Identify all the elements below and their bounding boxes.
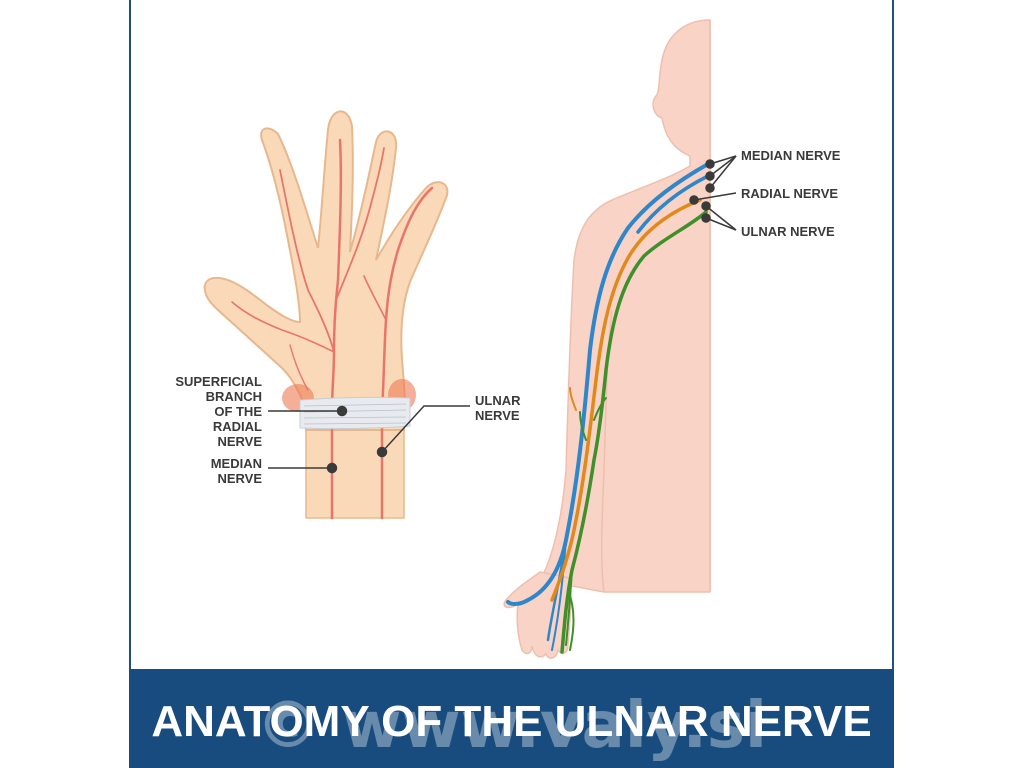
diagram-frame [129,0,894,768]
radial-branch [569,387,577,411]
radial-nerve-arm [550,198,702,602]
thumb-branch [231,301,335,353]
ulnar-branch-lower [579,411,587,441]
page-title: ANATOMY OF THE ULNAR NERVE [151,697,872,746]
label-line: NERVE [217,434,262,449]
superficial-branch-pointer [336,405,348,417]
median-branch-2 [551,539,567,651]
label-line: MEDIAN [210,456,262,471]
median-nerve-arm [506,162,710,606]
label-median-nerve-hand: MEDIAN NERVE [160,456,262,486]
ulnar-finger-branch [565,569,573,646]
radial-superficial-branch [289,344,309,391]
median-nerve-root [636,174,710,234]
palm [203,110,449,431]
label-line: SUPERFICIAL [175,374,262,389]
label-median-nerve-arm: MEDIAN NERVE [741,148,841,163]
label-ulnar-nerve-hand: ULNAR NERVE [475,393,521,423]
title-banner: ANATOMY OF THE ULNAR NERVE © www.valy.si [129,669,894,768]
hand-leaders [268,405,470,474]
label-line: NERVE [475,408,520,423]
label-line: ULNAR [475,393,521,408]
ulnar-finger-branch-2 [567,589,575,651]
body-silhouette [538,19,711,593]
median-branch-ring [335,147,385,301]
arm-leaders [689,155,737,231]
median-nerve-pointer [326,462,338,474]
label-line: BRANCH [205,389,262,404]
ulnar-branch [363,275,387,321]
label-radial-nerve-arm: RADIAL NERVE [741,186,839,201]
label-line: OF THE [214,404,262,419]
label-line: RADIAL [212,419,262,434]
label-line: NERVE [217,471,262,486]
median-branch-index [279,169,335,353]
ulnar-nerve-hand [380,186,434,520]
ulnar-nerve-pointer [376,446,388,458]
body-illustration [503,19,711,659]
label-ulnar-nerve-arm: ULNAR NERVE [741,224,835,239]
label-superficial-branch: SUPERFICIAL BRANCH OF THE RADIAL NERVE [160,374,262,449]
ulnar-branch-upper [593,397,607,421]
watermark: © www.valy.si [256,689,767,763]
